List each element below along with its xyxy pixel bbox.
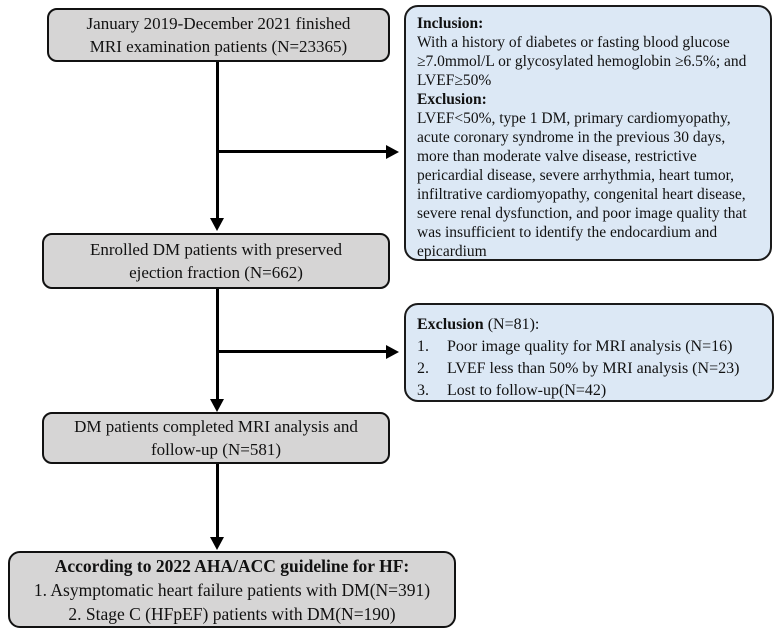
exclusion-item-3: 3. Lost to follow-up(N=42): [417, 380, 761, 402]
arrow-box2-to-box3-line: [216, 289, 219, 400]
exclusion-item-1-text: Poor image quality for MRI analysis (N=1…: [447, 338, 733, 355]
exclusion-item-2-num: 2.: [417, 360, 429, 377]
exclusion-box-n81: Exclusion (N=81): 1. Poor image quality …: [404, 303, 774, 402]
exclusion-text: LVEF<50%, type 1 DM, primary cardiomyopa…: [417, 110, 747, 260]
flow-box-mri-population: January 2019-December 2021 finished MRI …: [47, 8, 390, 62]
flow-box-outcome-groups: According to 2022 AHA/ACC guideline for …: [8, 551, 456, 628]
flow-box-completed-line2: follow-up (N=581): [151, 440, 281, 459]
outcome-heading: According to 2022 AHA/ACC guideline for …: [54, 555, 410, 576]
exclusion-item-3-num: 3.: [417, 382, 429, 399]
exclusion-heading: Exclusion:: [417, 91, 487, 108]
flow-box-enrolled: Enrolled DM patients with preserved ejec…: [42, 233, 390, 289]
flow-box-enrolled-line2: ejection fraction (N=662): [129, 263, 303, 282]
inclusion-heading: Inclusion:: [417, 15, 484, 32]
outcome-item-1: 1. Asymptomatic heart failure patients w…: [33, 579, 431, 600]
exclusion-item-1-num: 1.: [417, 338, 429, 355]
flow-box-mri-population-line2: MRI examination patients (N=23365): [89, 37, 348, 56]
flow-box-mri-population-line1: January 2019-December 2021 finished: [86, 14, 351, 33]
exclusion-item-2: 2. LVEF less than 50% by MRI analysis (N…: [417, 358, 761, 380]
arrow-box2-to-box3-head: [210, 399, 224, 412]
flow-box-completed: DM patients completed MRI analysis and f…: [42, 412, 390, 464]
exclusion-n81-heading-rest: (N=81):: [483, 316, 540, 333]
arrow-box1-to-box2-head: [210, 218, 224, 231]
exclusion-n81-heading-bold: Exclusion: [417, 316, 484, 333]
arrow-branch-to-exclusion-head: [386, 345, 399, 359]
outcome-item-2: 2. Stage C (HFpEF) patients with DM(N=19…: [68, 603, 396, 624]
arrow-branch-to-exclusion-line: [216, 350, 388, 353]
exclusion-item-2-text: LVEF less than 50% by MRI analysis (N=23…: [447, 360, 740, 377]
flow-box-completed-line1: DM patients completed MRI analysis and: [74, 417, 358, 436]
exclusion-n81-heading: Exclusion (N=81):: [417, 314, 761, 336]
arrow-box1-to-box2-line: [216, 62, 219, 219]
inclusion-text: With a history of diabetes or fasting bl…: [417, 34, 747, 89]
arrow-box3-to-box4-head: [210, 537, 224, 550]
flow-box-enrolled-line1: Enrolled DM patients with preserved: [89, 240, 343, 259]
exclusion-item-3-text: Lost to follow-up(N=42): [447, 382, 607, 399]
arrow-branch-to-criteria-head: [386, 145, 399, 159]
arrow-box3-to-box4-line: [216, 464, 219, 538]
exclusion-item-1: 1. Poor image quality for MRI analysis (…: [417, 336, 761, 358]
criteria-box-inclusion-exclusion: Inclusion: With a history of diabetes or…: [404, 5, 772, 261]
arrow-branch-to-criteria-line: [216, 150, 388, 153]
